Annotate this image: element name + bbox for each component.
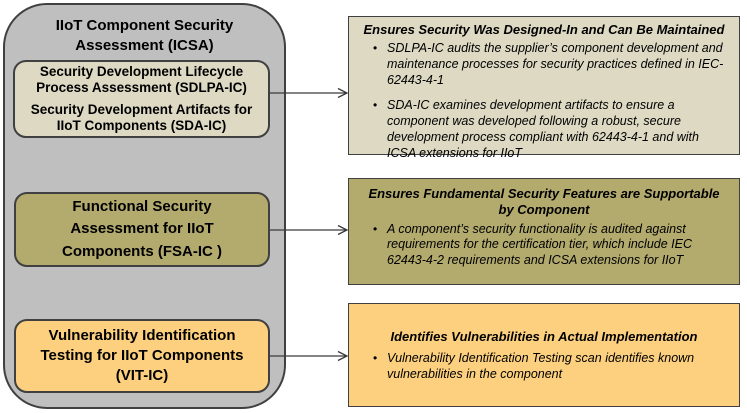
vit-box: Vulnerability Identification Testing for…: [14, 319, 270, 393]
bullet-text: SDLPA-IC audits the supplier’s component…: [387, 41, 724, 87]
bullet-icon: •: [373, 351, 378, 366]
panel-title: Ensures Security Was Designed-In and Can…: [363, 22, 725, 37]
panel-bullets: • A component’s security functionality i…: [361, 222, 727, 270]
vit-label: Vulnerability Identification Testing for…: [40, 326, 244, 385]
icsa-title: IIoT Component Security Assessment (ICSA…: [55, 17, 234, 54]
bullet-icon: •: [373, 41, 378, 56]
panel-bullets: • SDLPA-IC audits the supplier’s compone…: [361, 41, 727, 161]
panel-title: Ensures Fundamental Security Features ar…: [368, 186, 720, 218]
bullet-item: • SDLPA-IC audits the supplier’s compone…: [373, 41, 727, 89]
arrow-sdlpa-to-panel-icon: [270, 87, 349, 99]
bullet-text: A component’s security functionality is …: [387, 221, 692, 268]
arrow-vit-to-panel-icon: [270, 350, 349, 362]
panel-title: Identifies Vulnerabilities in Actual Imp…: [390, 329, 698, 344]
detail-panel-designed-in: Ensures Security Was Designed-In and Can…: [348, 16, 740, 160]
bullet-item: • SDA-IC examines development artifacts …: [373, 98, 727, 162]
fsa-label: Functional Security Assessment for IIoT …: [62, 197, 222, 260]
arrow-fsa-to-panel-icon: [270, 224, 349, 236]
bullet-icon: •: [373, 97, 378, 112]
fsa-box: Functional Security Assessment for IIoT …: [14, 192, 270, 267]
sdlpa-sda-box: Security Development Lifecycle Process A…: [13, 60, 270, 138]
bullet-icon: •: [373, 221, 378, 236]
detail-panel-vulnerabilities: Identifies Vulnerabilities in Actual Imp…: [348, 303, 740, 407]
sda-label: Security Development Artifacts for IIoT …: [30, 102, 253, 134]
bullet-text: Vulnerability Identification Testing sca…: [387, 351, 695, 382]
sdlpa-label: Security Development Lifecycle Process A…: [36, 63, 247, 95]
bullet-item: • Vulnerability Identification Testing s…: [373, 351, 727, 383]
bullet-item: • A component’s security functionality i…: [373, 222, 727, 270]
bullet-text: SDA-IC examines development artifacts to…: [387, 97, 699, 160]
detail-panel-supportable: Ensures Fundamental Security Features ar…: [348, 178, 740, 285]
panel-bullets: • Vulnerability Identification Testing s…: [361, 351, 727, 383]
